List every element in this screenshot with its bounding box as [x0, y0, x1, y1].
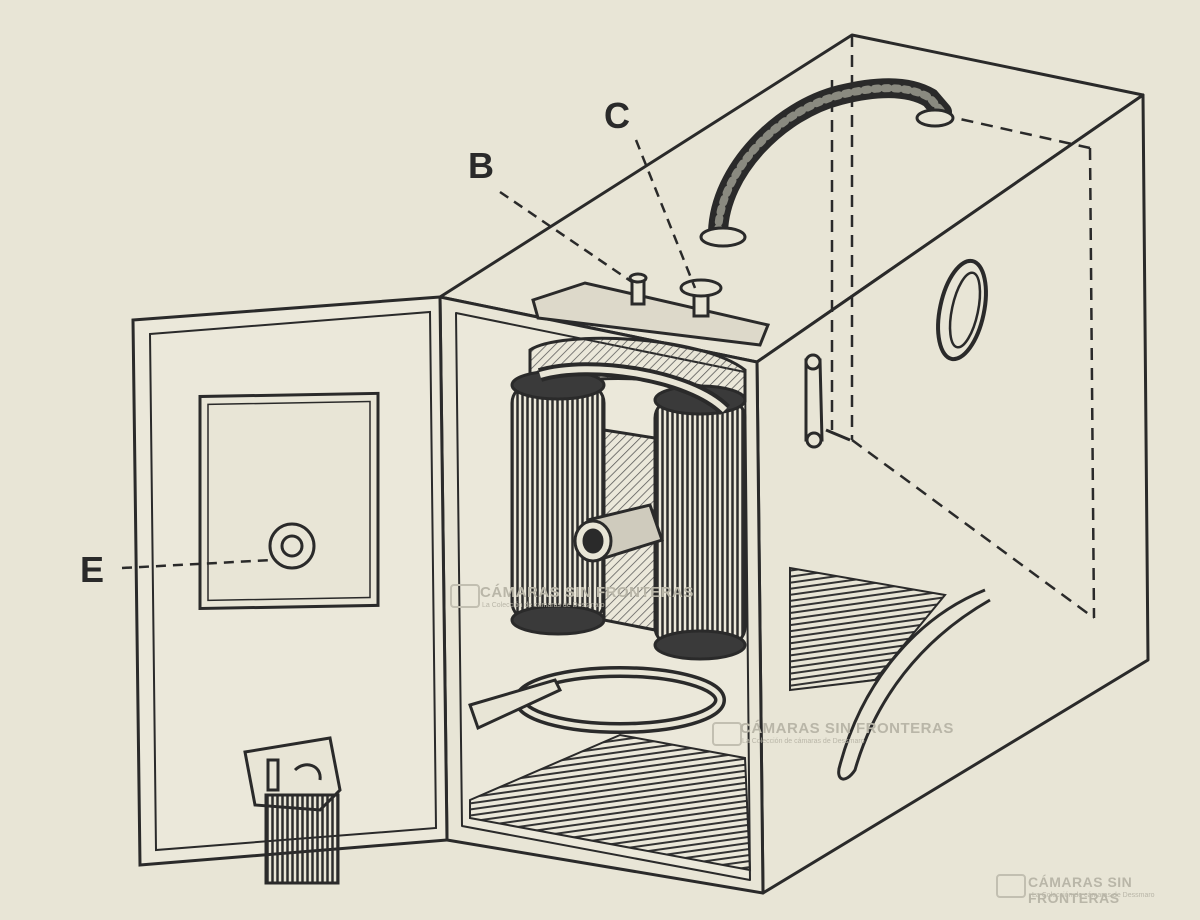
film-mechanism [468, 272, 771, 734]
watermark-title: CÁMARAS SIN FRONTERAS [740, 720, 954, 737]
label-b: B [468, 145, 494, 186]
knob-c [679, 278, 723, 318]
top-handle [699, 78, 955, 248]
leader-b [499, 190, 633, 284]
aperture-e [268, 522, 316, 570]
watermark-title: CÁMARAS SIN FRONTERAS [480, 584, 694, 601]
leader-lines [121, 139, 697, 570]
side-latch [804, 353, 851, 449]
interior-grid-front [469, 733, 752, 872]
watermark-logo [712, 722, 742, 746]
knob-b [628, 272, 648, 306]
interior-strap [837, 588, 991, 781]
side-viewfinder [936, 258, 988, 362]
watermark-subtitle: La Colección de cámaras de Dessmaro [1032, 892, 1155, 899]
top-plate [531, 281, 771, 347]
leader-e [121, 558, 273, 570]
open-door [131, 295, 449, 867]
watermark-logo [996, 874, 1026, 898]
leader-c [634, 139, 697, 289]
label-c: C [604, 95, 630, 136]
interior-grid-side [789, 566, 947, 692]
door-window [198, 391, 380, 611]
door-clasp [243, 736, 342, 885]
label-e: E [80, 549, 105, 590]
hidden-edges [830, 35, 1096, 620]
watermark-title: CÁMARAS SIN FRONTERAS [1028, 874, 1133, 906]
watermark-subtitle: La Colección de cámaras de Dessmaro [742, 738, 865, 745]
watermark-logo [450, 584, 480, 608]
lens-tube [573, 503, 664, 563]
right-spool [653, 398, 747, 647]
watermark-subtitle: La Colección de cámaras de Dessmaro [482, 602, 605, 609]
